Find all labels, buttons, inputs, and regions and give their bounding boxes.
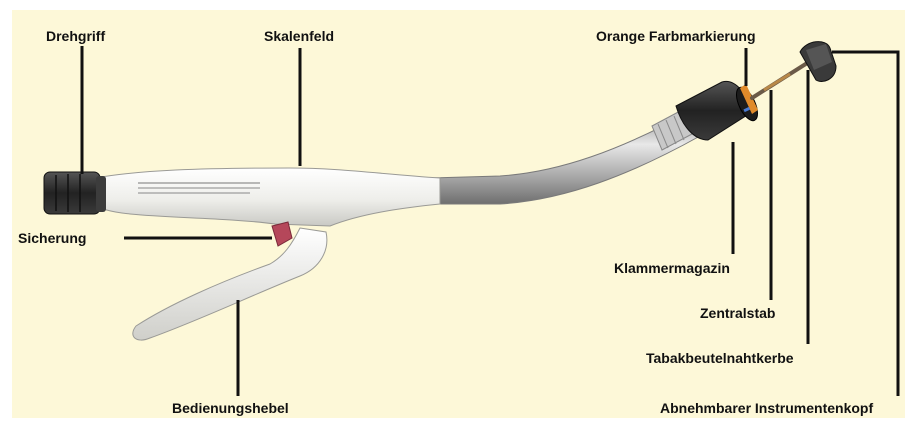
label-drehgriff: Drehgriff — [46, 28, 105, 44]
rotating-knob — [44, 172, 106, 214]
label-sicherung: Sicherung — [18, 230, 86, 246]
label-abnehmbarer-instrumentenkopf: Abnehmbarer Instrumentenkopf — [660, 400, 873, 416]
label-orange-farbmarkierung: Orange Farbmarkierung — [596, 28, 756, 44]
label-bedienungshebel: Bedienungshebel — [172, 400, 289, 416]
label-skalenfeld: Skalenfeld — [264, 28, 334, 44]
label-klammermagazin: Klammermagazin — [614, 260, 730, 276]
label-tabakbeutelnahtkerbe: Tabakbeutelnahtkerbe — [646, 350, 794, 366]
label-zentralstab: Zentralstab — [700, 305, 775, 321]
